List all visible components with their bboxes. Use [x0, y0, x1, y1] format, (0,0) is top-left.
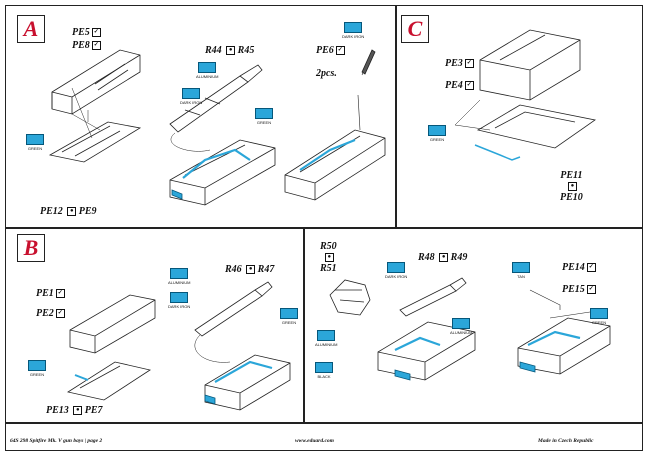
- color-callout-a1: ALUMINIUM: [196, 62, 218, 79]
- part-label-pe5: PE5✓: [72, 27, 101, 38]
- part-bay-box-a: [169, 139, 276, 206]
- part-label-pe6-count: 2pcs.: [316, 68, 337, 79]
- color-callout-b1: ALUMINIUM: [168, 268, 190, 285]
- part-label-pe15: PE15✓: [562, 284, 596, 295]
- part-plate-pe9: [48, 121, 142, 163]
- part-bay-box-d1: [377, 321, 476, 381]
- color-callout-b2: DARK IRON: [168, 292, 190, 309]
- divider-a-c: [395, 5, 397, 228]
- color-callout-d1: DARK IRON: [385, 262, 407, 279]
- part-label-pe13-pe7: PE13 ● PE7: [46, 405, 103, 416]
- part-label-pe14: PE14✓: [562, 262, 596, 273]
- section-letter-c: C: [401, 15, 429, 43]
- part-label-r46-r47: R46 ● R47: [225, 264, 275, 275]
- glue-icon: ●: [567, 182, 577, 192]
- footer-website: www.eduard.com: [295, 438, 334, 444]
- section-letter-a: A: [17, 15, 45, 43]
- checkbox-icon: ✓: [335, 46, 345, 56]
- part-bay-box-d2: [517, 317, 611, 375]
- part-gun-bay-cover-c: [479, 29, 581, 101]
- divider-top-bottom: [5, 227, 643, 229]
- glue-icon: ●: [324, 253, 334, 263]
- part-gun-d: [399, 277, 467, 317]
- part-label-pe12-pe9: PE12 ● PE9: [40, 206, 97, 217]
- part-bay-assembly-a2: [284, 129, 386, 201]
- color-callout-c1: GREEN: [428, 125, 446, 142]
- part-gun-bay-cover-b: [69, 294, 156, 354]
- part-label-r44-r45: R44 ● R45: [205, 45, 255, 56]
- part-label-pe1: PE1✓: [36, 288, 65, 299]
- glue-icon: ●: [67, 207, 77, 217]
- color-callout-d2: ALUMINIUM: [450, 318, 472, 335]
- color-callout-b3: GREEN: [280, 308, 298, 325]
- part-label-pe8: PE8✓: [72, 40, 101, 51]
- checkbox-icon: ✓: [586, 285, 596, 295]
- glue-icon: ●: [226, 46, 236, 56]
- color-callout-a4: GREEN: [26, 134, 44, 151]
- part-label-pe3: PE3✓: [445, 58, 474, 69]
- footer-origin: Made in Czech Republic: [538, 438, 594, 444]
- color-callout-a2: DARK IRON: [180, 88, 202, 105]
- divider-footer: [5, 422, 643, 424]
- glue-icon: ●: [439, 253, 449, 263]
- part-label-pe6: PE6✓: [316, 45, 345, 56]
- part-plate-b: [66, 361, 152, 401]
- color-callout-a5: DARK IRON: [342, 22, 364, 39]
- part-gun-a: [169, 64, 263, 133]
- color-callout-d5: TAN: [512, 262, 530, 279]
- part-bay-box-b: [204, 354, 291, 411]
- checkbox-icon: ✓: [55, 289, 65, 299]
- color-callout-d4: BLACK: [315, 362, 333, 379]
- part-label-r50-r51: R50●R51: [320, 241, 337, 274]
- part-label-r48-r49: R48 ● R49: [418, 252, 468, 263]
- checkbox-icon: ✓: [464, 59, 474, 69]
- color-callout-a3: GREEN: [255, 108, 273, 125]
- checkbox-icon: ✓: [55, 309, 65, 319]
- part-label-pe11-pe10: PE11●PE10: [560, 170, 583, 203]
- part-label-pe4: PE4✓: [445, 80, 474, 91]
- part-label-pe2: PE2✓: [36, 308, 65, 319]
- checkbox-icon: ✓: [586, 263, 596, 273]
- color-callout-d3: ALUMINIUM: [315, 330, 337, 347]
- checkbox-icon: ✓: [91, 28, 101, 38]
- checkbox-icon: ✓: [91, 41, 101, 51]
- color-callout-d6: GREEN: [590, 308, 608, 325]
- color-callout-b4: GREEN: [28, 360, 46, 377]
- part-breech-cover: [329, 279, 371, 316]
- footer-title: 64S 298 Spitfire Mk. V gun bays | page 2: [10, 438, 103, 444]
- part-gun-b: [194, 281, 273, 337]
- divider-b-d: [303, 227, 305, 423]
- glue-icon: ●: [246, 265, 256, 275]
- checkbox-icon: ✓: [464, 81, 474, 91]
- part-gun-bay-cover-a: [51, 49, 141, 115]
- glue-icon: ●: [73, 406, 83, 416]
- section-letter-b: B: [17, 234, 45, 262]
- part-plate-c: [476, 104, 596, 149]
